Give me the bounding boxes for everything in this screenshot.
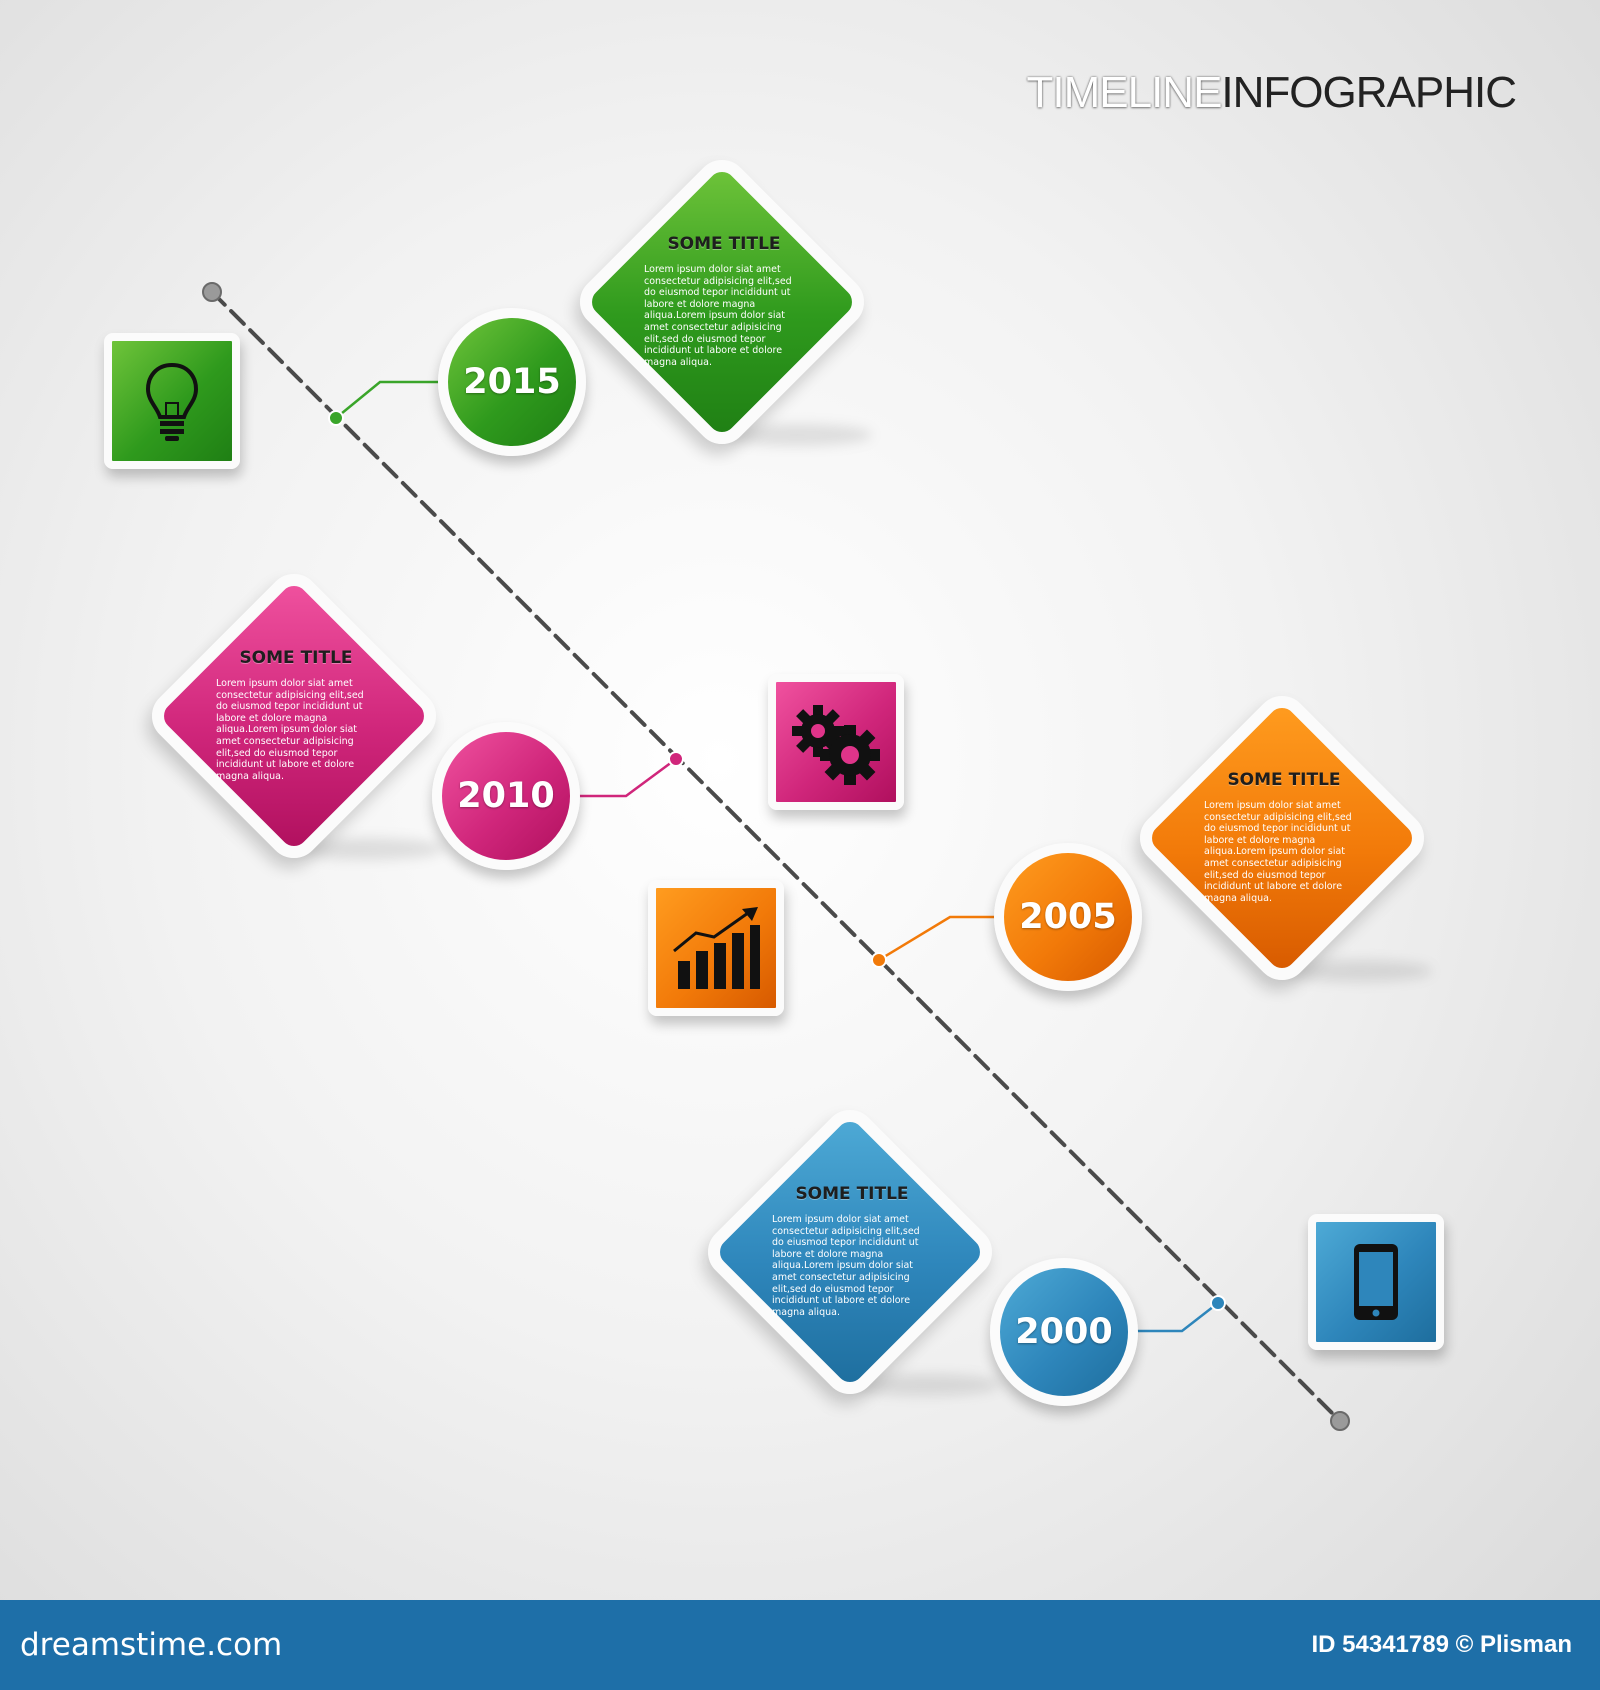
card-body-text: Lorem ipsum dolor siat amet consectetur … [1204, 800, 1352, 904]
year-badge-2015: 2015 [438, 308, 586, 456]
timeline-axis [210, 290, 1342, 1423]
footer-site-logo: dreamstime.com [20, 1627, 283, 1663]
connector-2000 [1132, 1302, 1219, 1333]
footer-image-id: ID 54341789 © Plisman [1311, 1631, 1572, 1658]
card-body-text: Lorem ipsum dolor siat amet consectetur … [216, 678, 364, 782]
connector-dot-2005 [871, 952, 887, 968]
connector-dot-2010 [668, 751, 684, 767]
lightbulb-icon [145, 362, 199, 441]
icon-tile-2000 [1308, 1214, 1444, 1350]
year-label: 2000 [1015, 1312, 1113, 1352]
title-word-timeline: TIMELINE [1026, 68, 1223, 117]
year-label: 2010 [457, 776, 555, 816]
year-badge-2000: 2000 [990, 1258, 1138, 1406]
gears-icon [792, 705, 880, 785]
card-title: SOME TITLE [667, 234, 781, 254]
card-title: SOME TITLE [239, 648, 353, 668]
timeline-start-cap [202, 282, 222, 302]
year-badge-2005: 2005 [994, 843, 1142, 991]
connector-dot-2015 [328, 410, 344, 426]
event-card-2010: SOME TITLE Lorem ipsum dolor siat amet c… [141, 563, 447, 869]
event-card-2015: SOME TITLE Lorem ipsum dolor siat amet c… [569, 149, 875, 455]
icon-tile-2005 [648, 880, 784, 1016]
card-body-text: Lorem ipsum dolor siat amet consectetur … [772, 1214, 920, 1318]
card-body-text: Lorem ipsum dolor siat amet consectetur … [644, 264, 792, 368]
page-title: TIMELINEINFOGRAPHIC [1027, 68, 1517, 118]
icon-tile-2015 [104, 333, 240, 469]
connector-2010 [578, 757, 677, 798]
year-badge-2010: 2010 [432, 722, 580, 870]
year-label: 2015 [463, 362, 561, 402]
card-title: SOME TITLE [1227, 770, 1341, 790]
icon-tile-2010 [768, 674, 904, 810]
timeline-graphic [202, 282, 1350, 1431]
footer-bar: dreamstime.com ID 54341789 © Plisman [0, 1600, 1600, 1690]
card-title: SOME TITLE [795, 1184, 909, 1204]
connector-2005 [878, 915, 1000, 962]
bar-chart-icon [673, 907, 760, 989]
smartphone-icon [1354, 1244, 1398, 1320]
timeline-end-cap [1330, 1411, 1350, 1431]
event-card-2000: SOME TITLE Lorem ipsum dolor siat amet c… [697, 1099, 1003, 1405]
event-card-2005: SOME TITLE Lorem ipsum dolor siat amet c… [1129, 685, 1435, 991]
connector-dot-2000 [1210, 1295, 1226, 1311]
year-label: 2005 [1019, 897, 1117, 937]
title-word-infographic: INFOGRAPHIC [1221, 68, 1517, 117]
connector-2015 [335, 380, 440, 419]
